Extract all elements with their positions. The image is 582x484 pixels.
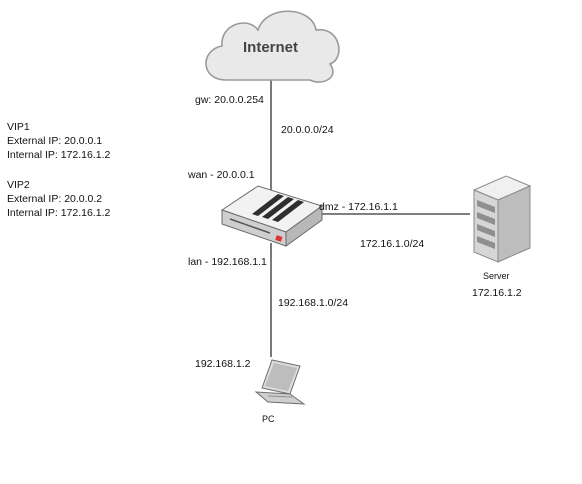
wan-network-label: 20.0.0.0/24 bbox=[281, 124, 334, 136]
dmz-interface-label: dmz - 172.16.1.1 bbox=[319, 201, 398, 213]
gw-label: gw: 20.0.0.254 bbox=[195, 94, 264, 106]
lan-network-label: 192.168.1.0/24 bbox=[278, 297, 349, 309]
vip2-name: VIP2 bbox=[7, 179, 30, 191]
server-name-label: Server bbox=[483, 271, 510, 281]
firewall-icon bbox=[220, 185, 324, 247]
lan-interface-label: lan - 192.168.1.1 bbox=[188, 256, 267, 268]
server-icon bbox=[472, 175, 532, 263]
vip1-block: VIP1 External IP: 20.0.0.1 Internal IP: … bbox=[7, 120, 110, 162]
internet-cloud-icon bbox=[205, 10, 340, 83]
vip1-external-ip: External IP: 20.0.0.1 bbox=[7, 135, 103, 147]
vip2-block: VIP2 External IP: 20.0.0.2 Internal IP: … bbox=[7, 178, 110, 220]
pc-ip-label: 192.168.1.2 bbox=[195, 358, 251, 370]
pc-name-label: PC bbox=[262, 414, 275, 424]
vip2-external-ip: External IP: 20.0.0.2 bbox=[7, 193, 103, 205]
server-ip-label: 172.16.1.2 bbox=[472, 287, 522, 299]
vip2-internal-ip: Internal IP: 172.16.1.2 bbox=[7, 207, 111, 219]
wan-interface-label: wan - 20.0.0.1 bbox=[188, 169, 255, 181]
dmz-network-label: 172.16.1.0/24 bbox=[360, 238, 425, 250]
laptop-icon bbox=[254, 359, 306, 405]
vip1-name: VIP1 bbox=[7, 121, 30, 133]
internet-label: Internet bbox=[243, 39, 299, 56]
vip1-internal-ip: Internal IP: 172.16.1.2 bbox=[7, 149, 111, 161]
